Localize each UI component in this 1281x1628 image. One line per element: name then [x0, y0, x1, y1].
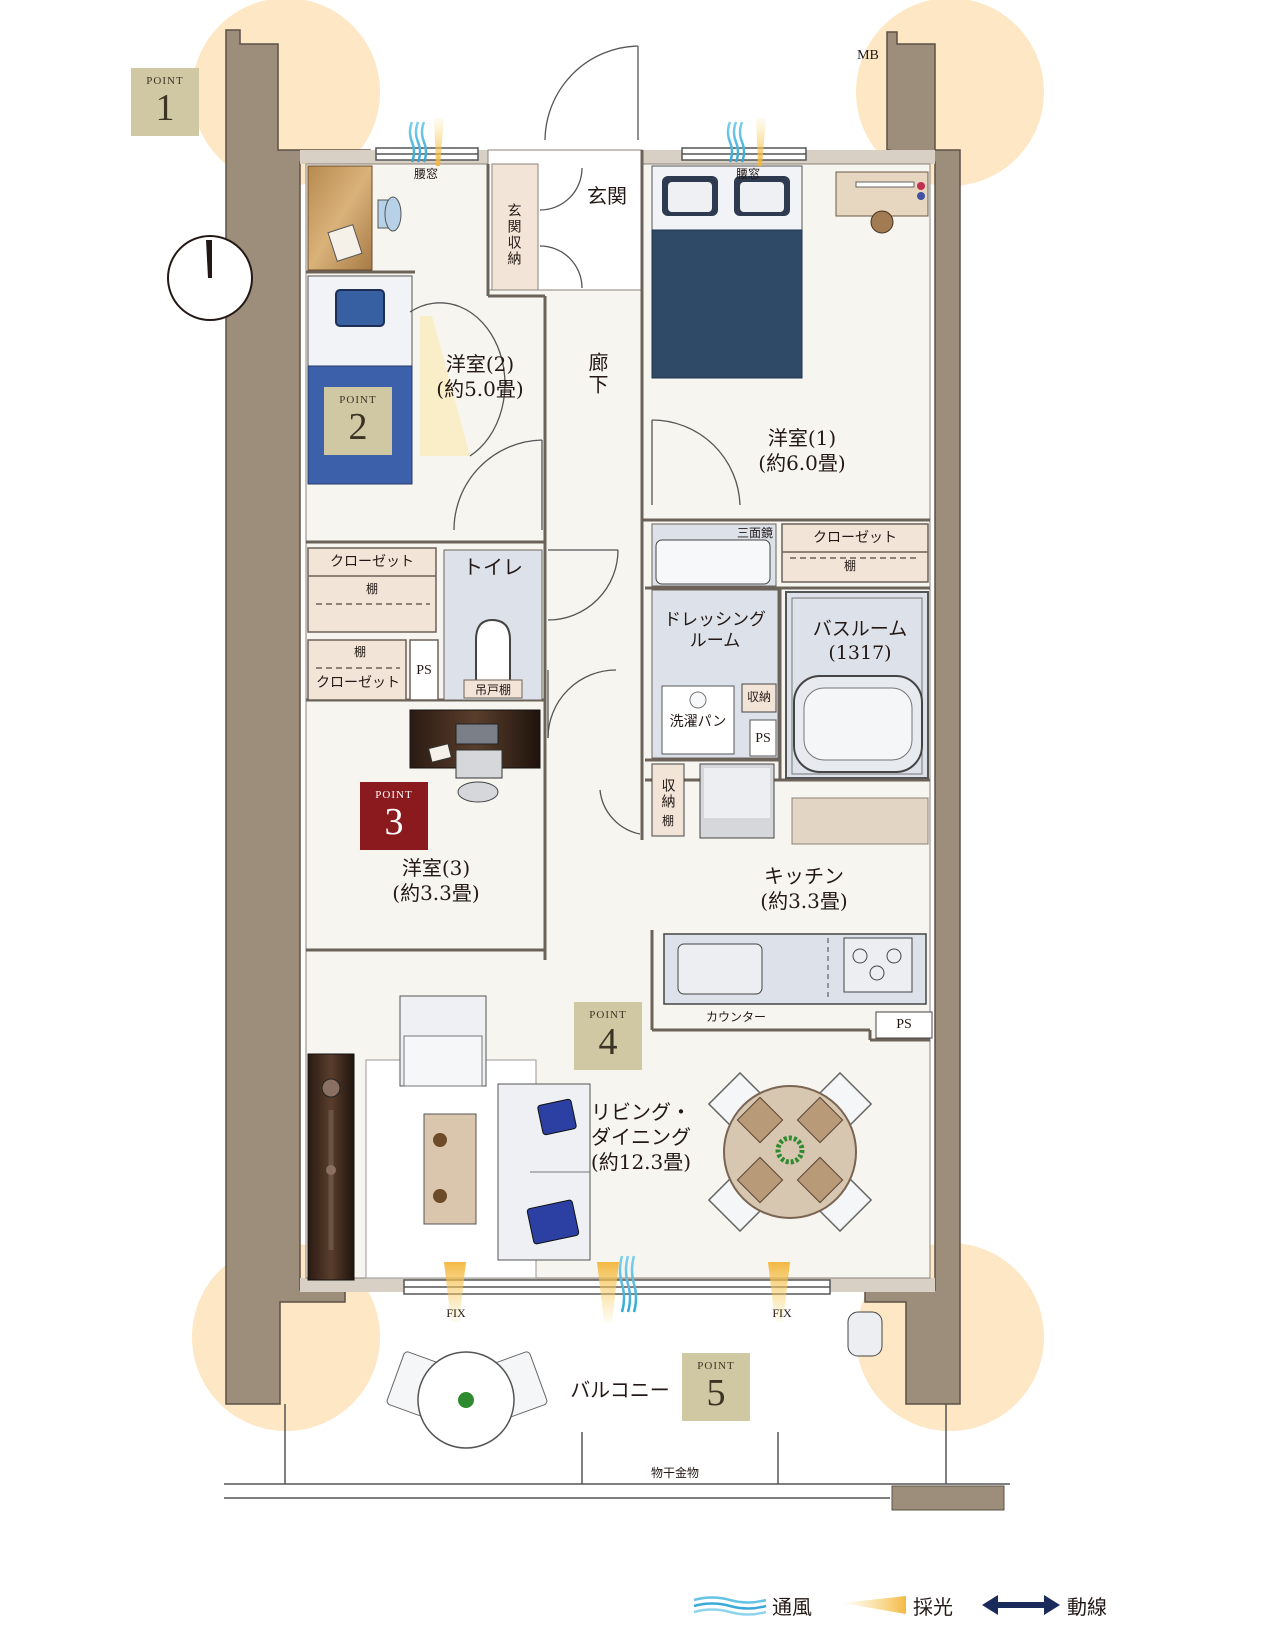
- bathroom: [785, 591, 929, 779]
- room-western3-name: 洋室(3): [401, 856, 471, 880]
- ps-label-1: PS: [416, 663, 432, 678]
- vanity-mirror-label: 三面鏡: [736, 526, 773, 540]
- storage-kitchen: [651, 763, 929, 845]
- room-bath-line2: (1317): [828, 641, 892, 664]
- waist-window-label-1: 腰窓: [413, 167, 438, 181]
- shelf-label-2: 棚: [353, 645, 366, 659]
- room-living-line1: リビング・: [591, 1100, 691, 1124]
- room-kitchen-size: (約3.3畳): [760, 889, 848, 913]
- shelf-label-1: 棚: [365, 582, 378, 596]
- storage-label-2: 収納: [659, 778, 676, 810]
- room-living: リビング・ ダイニング (約12.3畳): [578, 1100, 704, 1175]
- lighting-beams: [420, 118, 790, 1322]
- compass-icon: [167, 235, 253, 321]
- point-badge-3: POINT 3: [360, 782, 428, 850]
- point-word: POINT: [375, 789, 413, 801]
- toilet-room: [443, 549, 543, 701]
- room-hallway: 廊下: [585, 352, 609, 396]
- room-bath-line1: バスルーム: [812, 618, 908, 640]
- point-number: 1: [155, 87, 175, 129]
- kitchen-counter: [663, 933, 927, 1005]
- ventilation-waves: [408, 121, 746, 1313]
- room-dressing: ドレッシング ルーム: [656, 610, 774, 653]
- room-western1-size: (約6.0畳): [758, 451, 846, 475]
- room-kitchen: キッチン (約3.3畳): [744, 864, 864, 914]
- point-number: 4: [598, 1021, 618, 1063]
- point-word: POINT: [339, 394, 377, 406]
- washer-pan-label: 洗濯パン: [669, 714, 727, 730]
- point-badge-4: POINT 4: [574, 1002, 642, 1070]
- ps-label-2: PS: [755, 731, 771, 746]
- laundry-hanger-label: 物干金物: [650, 1466, 699, 1480]
- point-badge-5: POINT 5: [682, 1353, 750, 1421]
- dining-set: [707, 1071, 873, 1233]
- room-balcony: バルコニー: [570, 1378, 670, 1402]
- counter-label: カウンター: [705, 1010, 766, 1024]
- point-badge-1: POINT 1: [131, 68, 199, 136]
- mb-label: MB: [857, 48, 879, 63]
- point-number: 5: [706, 1372, 726, 1414]
- bed-western1: [651, 165, 803, 379]
- closet-label-1: クローゼット: [330, 554, 414, 570]
- shelf-label-4: 棚: [661, 814, 674, 828]
- partitions: [306, 150, 930, 1042]
- legend-flow: 動線: [1057, 1591, 1107, 1619]
- room-bath: バスルーム (1317): [796, 618, 924, 666]
- room-entrance-storage: 玄関収納: [505, 203, 522, 267]
- legend-lighting-label: 採光: [913, 1594, 953, 1619]
- entrance-storage-box: [491, 163, 539, 291]
- legend-ventilation-label: 通風: [772, 1594, 812, 1619]
- shelf-label-3: 棚: [843, 559, 856, 573]
- room-entrance: 玄関: [587, 184, 627, 208]
- room-kitchen-name: キッチン: [764, 864, 844, 888]
- desk-western2: [307, 165, 402, 271]
- legend-lighting: 採光: [903, 1591, 953, 1619]
- closet-label-3: クローゼット: [813, 530, 897, 546]
- room-western2-name: 洋室(2): [445, 352, 515, 376]
- legend-graphics: [693, 1595, 1060, 1616]
- point-number: 2: [348, 406, 368, 448]
- point-word: POINT: [589, 1009, 627, 1021]
- storage-label-1: 収納: [746, 690, 771, 704]
- point-number: 3: [384, 801, 404, 843]
- room-western1: 洋室(1) (約6.0畳): [742, 426, 862, 476]
- room-western1-name: 洋室(1): [767, 426, 837, 450]
- point-badge-2: POINT 2: [324, 387, 392, 455]
- room-western2: 洋室(2) (約5.0畳): [420, 352, 540, 402]
- balcony: [224, 1311, 1010, 1511]
- dressing-room: [651, 523, 779, 759]
- legend-flow-label: 動線: [1067, 1594, 1107, 1619]
- legend-ventilation: 通風: [762, 1591, 812, 1619]
- room-living-line2: ダイニング: [591, 1125, 691, 1149]
- computer-desk: [409, 709, 541, 803]
- ps-label-3: PS: [896, 1017, 912, 1032]
- desk-western1: [835, 171, 929, 234]
- waist-window-label-2: 腰窓: [735, 167, 760, 181]
- closets: [307, 523, 929, 701]
- point-word: POINT: [697, 1360, 735, 1372]
- living-furniture: [307, 995, 591, 1281]
- room-toilet: トイレ: [463, 555, 523, 579]
- closet-label-2: クローゼット: [316, 675, 400, 691]
- fix-label-2: FIX: [772, 1306, 792, 1320]
- room-western3: 洋室(3) (約3.3畳): [376, 856, 496, 906]
- room-dressing-line2: ルーム: [689, 631, 741, 652]
- hanging-shelf-label: 吊戸棚: [474, 683, 511, 697]
- room-western2-size: (約5.0畳): [436, 377, 524, 401]
- door-swings: [409, 45, 741, 835]
- room-living-size: (約12.3畳): [590, 1150, 692, 1174]
- point-word: POINT: [146, 75, 184, 87]
- ps-box-kitchen: [875, 1011, 933, 1039]
- room-dressing-line1: ドレッシング: [664, 610, 766, 630]
- room-western3-size: (約3.3畳): [392, 881, 480, 905]
- fix-label-1: FIX: [446, 1306, 466, 1320]
